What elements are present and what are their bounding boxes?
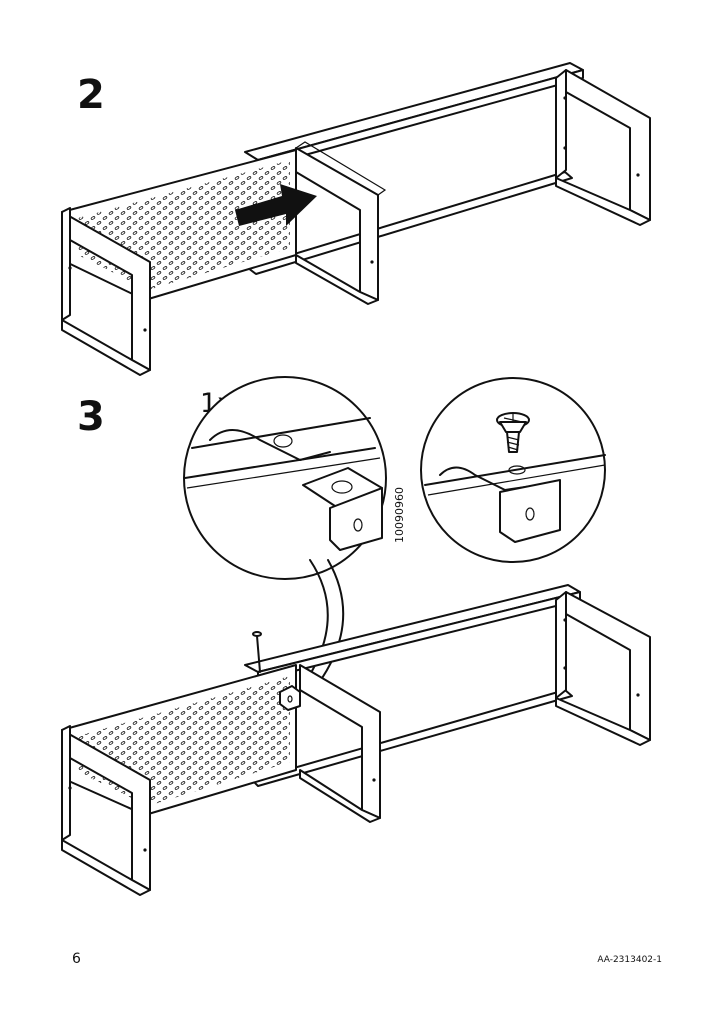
document-code: AA-2313402-1 xyxy=(597,955,662,965)
step3-shelf-frame xyxy=(61,584,651,896)
step2-shelf-frame xyxy=(61,62,651,376)
step-number-3: 3 xyxy=(77,394,105,440)
push-arrow xyxy=(235,184,317,226)
page-number: 6 xyxy=(72,951,81,967)
detail-callout-screw xyxy=(420,377,606,563)
step-number-2: 2 xyxy=(77,72,105,118)
